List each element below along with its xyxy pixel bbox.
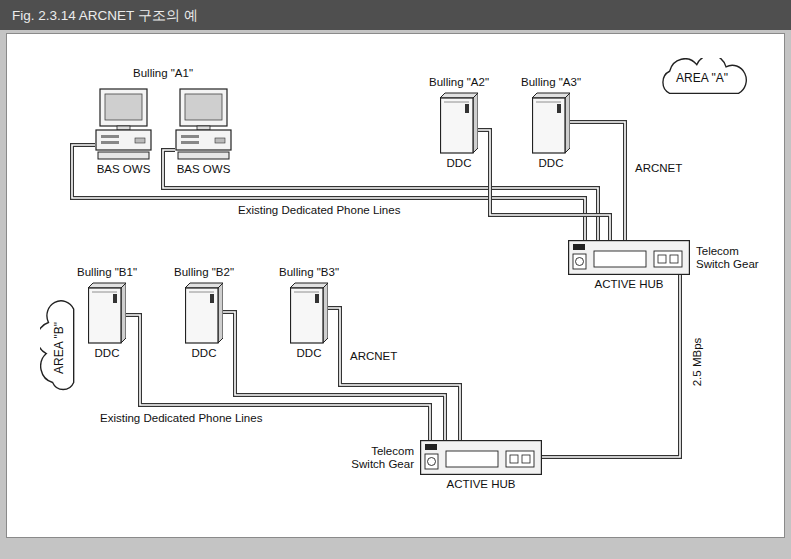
area-label: AREA "A" — [676, 72, 728, 86]
node-label: DDC — [297, 347, 322, 360]
ddc-cabinet — [185, 282, 223, 344]
cable-label: ARCNET — [633, 162, 684, 174]
cable-line — [542, 275, 680, 457]
cable-inner — [163, 150, 598, 240]
ddc-node: Bulling "A2"DDC — [440, 92, 478, 154]
building-label: Bulling "B3" — [279, 266, 339, 279]
cable-label: 2.5 MBps — [691, 336, 703, 389]
hub-node: ACTIVE HUBTelecom Switch Gear — [568, 240, 690, 275]
cable-line — [328, 308, 460, 440]
cable-line — [72, 145, 585, 240]
node-label: BAS OWS — [97, 163, 151, 176]
hub-node: Telecom Switch GearACTIVE HUB — [420, 440, 542, 475]
area-node: AREA "A" — [655, 58, 749, 100]
computer-icon — [175, 88, 232, 160]
network-cable — [570, 122, 625, 240]
building-label: Bulling "A1" — [131, 67, 195, 79]
active-hub — [568, 240, 690, 275]
node-label: ACTIVE HUB — [446, 478, 515, 491]
cable-label: ARCNET — [348, 350, 399, 362]
line-note: Existing Dedicated Phone Lines — [98, 412, 264, 424]
building-label: Bulling "B1" — [77, 266, 137, 279]
network-cable — [72, 145, 585, 240]
node-label: Telecom Switch Gear — [350, 444, 414, 470]
cable-inner — [570, 122, 625, 240]
line-note: Existing Dedicated Phone Lines — [236, 204, 402, 216]
node-label: BAS OWS — [177, 163, 231, 176]
cable-line — [163, 150, 598, 240]
node-label: DDC — [447, 157, 472, 170]
building-label: Bulling "B2" — [174, 266, 234, 279]
ddc-node: Bulling "B3"DDC — [290, 282, 328, 344]
ddc-node: Bulling "A3"DDC — [532, 92, 570, 154]
network-cable — [542, 275, 680, 457]
ddc-cabinet — [88, 282, 126, 344]
figure-title: Fig. 2.3.14 ARCNET 구조의 예 — [12, 7, 198, 25]
network-cable — [163, 150, 598, 240]
computer-icon — [95, 88, 152, 160]
cable-line — [570, 122, 625, 240]
area-node: AREA "B" — [40, 298, 80, 398]
building-label: Bulling "A3" — [521, 76, 581, 89]
network-cable — [328, 308, 460, 440]
node-label: Telecom Switch Gear — [696, 244, 760, 270]
node-label: DDC — [539, 157, 564, 170]
cable-inner — [72, 145, 585, 240]
ddc-node: Bulling "B1"DDC — [88, 282, 126, 344]
cable-inner — [542, 275, 680, 457]
workstation-node: BAS OWS — [95, 88, 152, 160]
ddc-cabinet — [532, 92, 570, 154]
ddc-cabinet — [290, 282, 328, 344]
cable-inner — [328, 308, 460, 440]
node-label: DDC — [192, 347, 217, 360]
building-label: Bulling "A2" — [429, 76, 489, 89]
ddc-cabinet — [440, 92, 478, 154]
active-hub — [420, 440, 542, 475]
node-label: ACTIVE HUB — [594, 278, 663, 291]
ddc-node: Bulling "B2"DDC — [185, 282, 223, 344]
area-label: AREA "B" — [53, 322, 67, 374]
workstation-node: BAS OWS — [175, 88, 232, 160]
node-label: DDC — [95, 347, 120, 360]
